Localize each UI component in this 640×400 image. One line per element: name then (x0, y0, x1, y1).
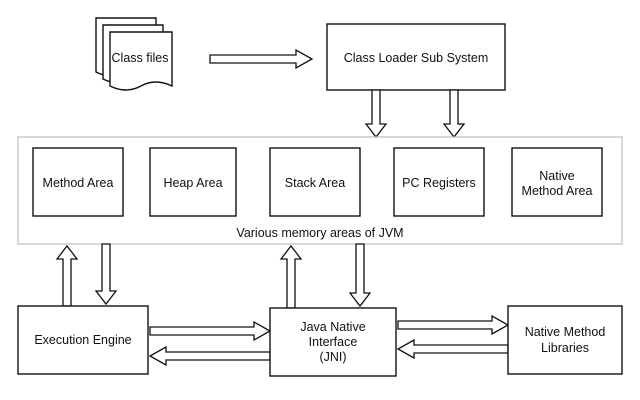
jni-box: Java Native Interface (JNI) (269, 307, 397, 377)
arrow-loader-to-memory-1 (364, 89, 388, 139)
arrow-jni-to-native-libs (397, 314, 510, 336)
memory-area-label: Stack Area (285, 176, 345, 190)
memory-area-pc-registers: PC Registers (393, 147, 485, 217)
native-libs-label-line1: Native Method (525, 325, 606, 339)
memory-area-method: Method Area (32, 147, 124, 217)
memory-area-label: Heap Area (163, 176, 222, 190)
memory-area-label: PC Registers (402, 176, 476, 190)
arrow-jni-to-memory (279, 244, 303, 309)
native-method-libraries-box: Native Method Libraries (507, 305, 623, 375)
memory-area-label: Method Area (522, 184, 593, 198)
memory-area-stack: Stack Area (269, 147, 361, 217)
execution-engine-label: Execution Engine (34, 333, 131, 347)
memory-area-label: Native (539, 169, 574, 183)
memory-area-label: Method Area (43, 176, 114, 190)
memory-area-native-method: Native Method Area (511, 147, 603, 217)
class-files-label: Class files (112, 51, 169, 65)
arrow-engine-to-jni (149, 320, 272, 342)
jni-label-line3: (JNI) (319, 350, 346, 364)
arrow-class-files-to-loader (209, 48, 314, 70)
native-libs-label-line2: Libraries (541, 341, 589, 355)
memory-area-heap: Heap Area (149, 147, 237, 217)
execution-engine-box: Execution Engine (17, 305, 149, 375)
jni-label-line1: Java Native (300, 320, 365, 334)
jni-label-line2: Interface (309, 335, 358, 349)
arrow-loader-to-memory-2 (442, 89, 466, 139)
class-loader-box: Class Loader Sub System (326, 23, 506, 91)
arrow-jni-to-engine (148, 345, 271, 367)
class-files-stack: Class files (95, 17, 173, 91)
arrow-memory-to-engine (94, 243, 118, 306)
memory-areas-caption: Various memory areas of JVM (236, 226, 403, 240)
arrow-engine-to-memory (55, 244, 79, 307)
class-loader-label: Class Loader Sub System (344, 51, 489, 65)
arrow-memory-to-jni (348, 243, 372, 308)
arrow-native-libs-to-jni (396, 338, 509, 360)
